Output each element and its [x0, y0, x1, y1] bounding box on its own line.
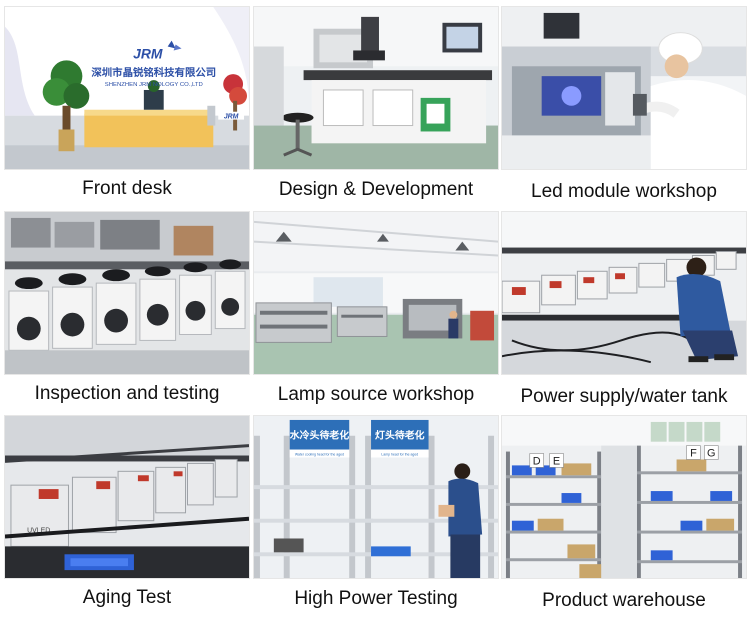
photo-product-warehouse: D E F G [501, 415, 747, 579]
shelf-label-g: G [707, 448, 715, 460]
caption-led-module-workshop: Led module workshop [531, 181, 717, 202]
sign-left: 水冷头待老化 [290, 429, 349, 442]
photo-led-module-workshop [501, 6, 747, 170]
sign-chinese: 深圳市晶锐铭科技有限公司 [91, 66, 216, 79]
photo-lamp-source-workshop [253, 211, 499, 375]
caption-high-power-testing: High Power Testing [294, 588, 458, 609]
shelf-label-e: E [553, 455, 560, 467]
sign-left-sub: Water cooling head for the aged [295, 453, 344, 457]
sign-right-sub: Lamp head for the aged [381, 453, 418, 457]
photo-front-desk: JRM 深圳市晶锐铭科技有限公司 SHENZHEN JRM NOLOGY CO.… [4, 6, 250, 170]
caption-inspection-testing: Inspection and testing [34, 383, 220, 404]
caption-lamp-source-workshop: Lamp source workshop [277, 384, 475, 405]
caption-aging-test: Aging Test [82, 587, 172, 608]
photo-aging-test: UVLED [4, 415, 250, 579]
sign-right: 灯头待老化 [375, 429, 425, 442]
svg-text:JRM: JRM [224, 114, 239, 121]
photo-inspection-testing [4, 211, 250, 375]
device-label: UVLED [27, 528, 50, 535]
photo-high-power-testing: 水冷头待老化 Water cooling head for the aged 灯… [253, 415, 499, 579]
caption-design-development: Design & Development [278, 179, 474, 200]
sign-english: SHENZHEN JRM NOLOGY CO.,LTD [105, 82, 203, 88]
caption-product-warehouse: Product warehouse [542, 590, 706, 611]
logo-text: JRM [133, 45, 163, 61]
shelf-label-d: D [533, 455, 541, 467]
photo-design-development [253, 6, 499, 170]
shelf-label-f: F [690, 448, 697, 460]
caption-front-desk: Front desk [82, 178, 172, 199]
photo-power-supply-water-tank [501, 211, 747, 375]
caption-power-supply-water-tank: Power supply/water tank [520, 386, 728, 407]
